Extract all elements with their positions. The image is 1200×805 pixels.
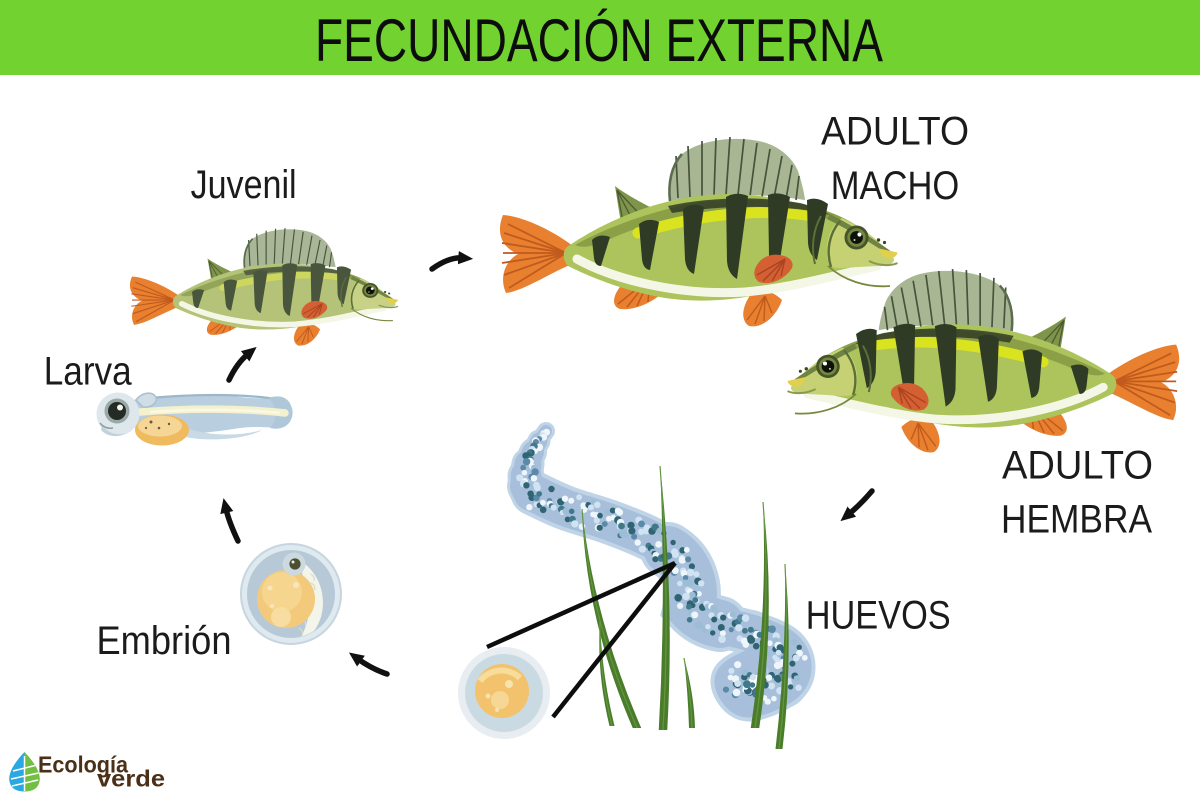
svg-text:Juvenil: Juvenil <box>191 163 297 207</box>
svg-text:HEMBRA: HEMBRA <box>1001 498 1152 542</box>
svg-text:Ecología: Ecología <box>38 752 128 778</box>
svg-text:verde: verde <box>97 766 165 792</box>
svg-text:Embrión: Embrión <box>97 619 232 663</box>
svg-text:ADULTO: ADULTO <box>1002 444 1153 488</box>
svg-text:HUEVOS: HUEVOS <box>806 594 951 638</box>
svg-text:FECUNDACIÓN EXTERNA: FECUNDACIÓN EXTERNA <box>315 7 883 74</box>
svg-text:Larva: Larva <box>44 349 133 393</box>
svg-text:ADULTO: ADULTO <box>821 110 969 154</box>
svg-text:MACHO: MACHO <box>831 164 960 208</box>
